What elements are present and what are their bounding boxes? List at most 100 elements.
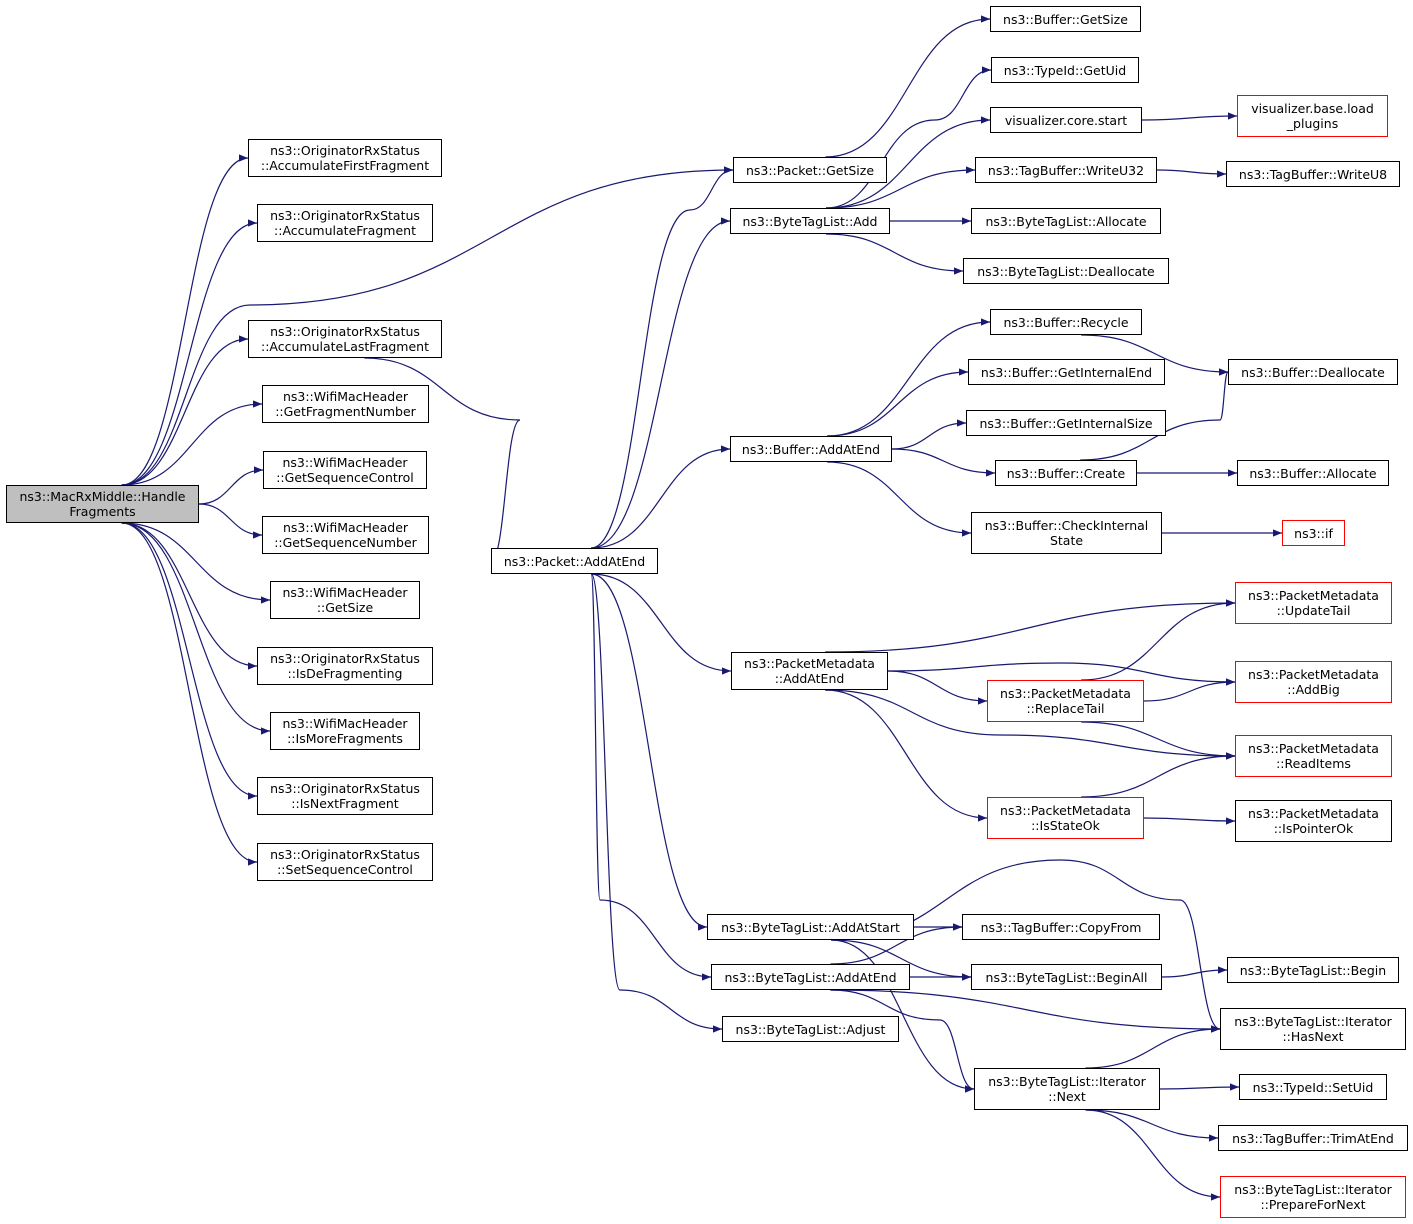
node-label-line: ns3::ByteTagList::BeginAll	[985, 969, 1148, 985]
node-btl-it-hasnext[interactable]: ns3::ByteTagList::Iterator::HasNext	[1220, 1008, 1406, 1050]
node-btl-it-next[interactable]: ns3::ByteTagList::Iterator::Next	[974, 1068, 1160, 1110]
edge-pm-replacetail-to-pm-readitems	[1081, 721, 1236, 760]
edge-buffer-addatend-to-buffer-internalend	[827, 368, 969, 437]
node-label-line: ::IsNextFragment	[291, 796, 399, 811]
edge-packet-getsize-to-buffer-getsize	[825, 15, 991, 158]
edge-packet-addatend-to-btl-add	[591, 217, 731, 549]
edge-pm-addatend-to-pm-replacetail	[887, 670, 988, 705]
node-packet-addatend[interactable]: ns3::Packet::AddAtEnd	[491, 548, 658, 574]
node-btl-addatend[interactable]: ns3::ByteTagList::AddAtEnd	[711, 964, 910, 990]
node-btl-deallocate[interactable]: ns3::ByteTagList::Deallocate	[963, 258, 1169, 284]
node-label-line: ns3::PacketMetadata	[1248, 741, 1379, 756]
node-label-line: ns3::OriginatorRxStatus	[270, 847, 420, 862]
node-label-line: ::UpdateTail	[1276, 603, 1351, 618]
node-buffer-internalsize[interactable]: ns3::Buffer::GetInternalSize	[966, 410, 1166, 436]
node-typeid-setuid[interactable]: ns3::TypeId::SetUid	[1239, 1074, 1387, 1100]
edge-packet-addatend-to-packet-getsize	[591, 166, 734, 549]
node-label-line: ns3::Buffer::GetInternalSize	[979, 415, 1153, 431]
node-buffer-alloc[interactable]: ns3::Buffer::Allocate	[1237, 460, 1389, 486]
edge-root-to-orx-setseq	[121, 522, 258, 866]
edge-root-to-packet-getsize	[121, 166, 734, 486]
edge-buffer-addatend-to-buffer-internalsize	[891, 419, 967, 450]
node-wmh-seqnum[interactable]: ns3::WifiMacHeader::GetSequenceNumber	[262, 516, 429, 554]
node-btl-begin[interactable]: ns3::ByteTagList::Begin	[1227, 957, 1399, 983]
node-btl-add[interactable]: ns3::ByteTagList::Add	[730, 208, 890, 234]
node-buffer-recycle[interactable]: ns3::Buffer::Recycle	[990, 309, 1142, 335]
node-buffer-create[interactable]: ns3::Buffer::Create	[995, 460, 1137, 486]
node-tb-writeu32[interactable]: ns3::TagBuffer::WriteU32	[975, 157, 1157, 183]
edge-pm-addatend-to-pm-updatetail	[825, 599, 1236, 653]
node-pm-addbig[interactable]: ns3::PacketMetadata::AddBig	[1235, 661, 1392, 703]
edge-packet-addatend-to-btl-adjust	[590, 573, 723, 1033]
node-label-line: ::AccumulateFirstFragment	[260, 158, 430, 173]
edge-btl-addatstart-to-btl-it-next	[831, 939, 975, 1093]
edge-pm-addatend-to-pm-readitems	[825, 689, 1236, 760]
node-pm-ispointerok[interactable]: ns3::PacketMetadata::IsPointerOk	[1235, 800, 1392, 842]
node-btl-it-prepare[interactable]: ns3::ByteTagList::Iterator::PrepareForNe…	[1220, 1176, 1406, 1218]
edge-buffer-create-to-buffer-dealloc	[1080, 368, 1229, 461]
node-pm-replacetail[interactable]: ns3::PacketMetadata::ReplaceTail	[987, 680, 1144, 722]
edge-root-to-wmh-size	[121, 522, 271, 604]
node-pm-updatetail[interactable]: ns3::PacketMetadata::UpdateTail	[1235, 582, 1392, 624]
node-label-line: ::IsPointerOk	[1273, 821, 1354, 836]
node-label-line: ns3::Packet::GetSize	[745, 162, 875, 178]
edge-btl-addatstart-to-btl-it-hasnext	[831, 859, 1221, 1033]
edge-btl-it-next-to-typeid-setuid	[1159, 1083, 1240, 1091]
edge-root-to-wmh-fragnum	[121, 400, 263, 486]
node-btl-addatstart[interactable]: ns3::ByteTagList::AddAtStart	[707, 914, 914, 940]
node-label-line: ns3::PacketMetadata	[1248, 667, 1379, 682]
node-label-line: visualizer.core.start	[1004, 112, 1128, 128]
node-tb-trimatend[interactable]: ns3::TagBuffer::TrimAtEnd	[1218, 1125, 1408, 1151]
edge-orx-last-to-packet-addatend	[364, 357, 521, 565]
node-btl-allocate[interactable]: ns3::ByteTagList::Allocate	[971, 208, 1161, 234]
node-tb-writeu8[interactable]: ns3::TagBuffer::WriteU8	[1226, 161, 1400, 187]
node-buffer-internalend[interactable]: ns3::Buffer::GetInternalEnd	[968, 359, 1165, 385]
node-buffer-addatend[interactable]: ns3::Buffer::AddAtEnd	[730, 436, 892, 462]
edge-btl-add-to-btl-deallocate	[825, 233, 964, 275]
node-typeid-getuid[interactable]: ns3::TypeId::GetUid	[991, 57, 1139, 83]
node-wmh-seqctl[interactable]: ns3::WifiMacHeader::GetSequenceControl	[263, 451, 427, 489]
node-pm-readitems[interactable]: ns3::PacketMetadata::ReadItems	[1235, 735, 1392, 777]
node-vis-load[interactable]: visualizer.base.load_plugins	[1237, 95, 1388, 137]
node-label-line: ns3::OriginatorRxStatus	[270, 143, 420, 158]
node-label-line: ns3::ByteTagList::Iterator	[1234, 1014, 1392, 1029]
node-packet-getsize[interactable]: ns3::Packet::GetSize	[733, 157, 887, 183]
node-vis-start[interactable]: visualizer.core.start	[990, 107, 1142, 133]
node-orx-setseq[interactable]: ns3::OriginatorRxStatus::SetSequenceCont…	[257, 843, 433, 881]
node-label-line: ns3::OriginatorRxStatus	[270, 651, 420, 666]
edge-root-to-orx-first	[121, 154, 249, 486]
node-label-line: ::ReadItems	[1276, 756, 1351, 771]
node-orx-isdefrag[interactable]: ns3::OriginatorRxStatus::IsDeFragmenting	[257, 647, 433, 685]
node-label-line: ns3::WifiMacHeader	[282, 455, 408, 470]
node-wmh-ismore[interactable]: ns3::WifiMacHeader::IsMoreFragments	[270, 712, 420, 750]
node-pm-addatend[interactable]: ns3::PacketMetadata::AddAtEnd	[731, 652, 888, 690]
node-orx-first[interactable]: ns3::OriginatorRxStatus::AccumulateFirst…	[248, 139, 442, 177]
node-ns3-if[interactable]: ns3::if	[1282, 520, 1345, 546]
edge-tb-writeu32-to-tb-writeu8	[1156, 169, 1227, 178]
node-buffer-dealloc[interactable]: ns3::Buffer::Deallocate	[1228, 359, 1398, 385]
node-btl-beginall[interactable]: ns3::ByteTagList::BeginAll	[971, 964, 1162, 990]
edge-buffer-addatend-to-buffer-recycle	[827, 318, 991, 437]
node-wmh-fragnum[interactable]: ns3::WifiMacHeader::GetFragmentNumber	[262, 385, 429, 423]
node-buffer-getsize[interactable]: ns3::Buffer::GetSize	[990, 6, 1141, 32]
node-label-line: ns3::Buffer::Deallocate	[1241, 364, 1385, 380]
edge-root-to-orx-isnext	[121, 522, 258, 800]
node-btl-adjust[interactable]: ns3::ByteTagList::Adjust	[722, 1016, 899, 1042]
node-wmh-size[interactable]: ns3::WifiMacHeader::GetSize	[270, 581, 420, 619]
node-orx-frag[interactable]: ns3::OriginatorRxStatus::AccumulateFragm…	[257, 204, 433, 242]
node-pm-isstateok[interactable]: ns3::PacketMetadata::IsStateOk	[987, 797, 1144, 839]
edge-pm-addatend-to-pm-isstateok	[825, 689, 988, 822]
node-label-line: ns3::WifiMacHeader	[282, 520, 409, 535]
node-label-line: ns3::OriginatorRxStatus	[270, 781, 420, 796]
node-orx-isnext[interactable]: ns3::OriginatorRxStatus::IsNextFragment	[257, 777, 433, 815]
node-label-line: ns3::PacketMetadata	[1248, 806, 1379, 821]
node-label-line: ::HasNext	[1282, 1029, 1344, 1044]
node-label-line: ns3::Buffer::Allocate	[1249, 465, 1377, 481]
node-orx-last[interactable]: ns3::OriginatorRxStatus::AccumulateLastF…	[248, 320, 442, 358]
node-label-line: ::PrepareForNext	[1260, 1197, 1366, 1212]
edge-root-to-wmh-ismore	[121, 522, 271, 735]
node-label-line: ns3::TagBuffer::WriteU8	[1238, 166, 1388, 182]
node-tb-copyfrom[interactable]: ns3::TagBuffer::CopyFrom	[962, 914, 1160, 940]
